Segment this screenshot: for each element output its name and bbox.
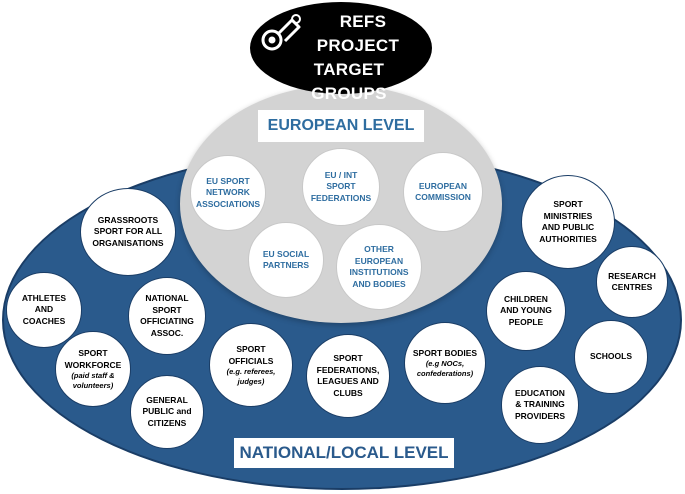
national-group-label: RESEARCH CENTRES <box>608 270 656 293</box>
national-group-label: SPORT MINISTRIES AND PUBLIC AUTHORITIES <box>539 199 597 244</box>
eu-group-label: OTHER EUROPEAN INSTITUTIONS AND BODIES <box>349 244 409 289</box>
national-group-label: SPORT OFFICIALS <box>228 344 274 366</box>
national-group-circle: GRASSROOTS SPORT FOR ALL ORGANISATIONS <box>80 188 176 276</box>
national-group-sublabel: (paid staff & volunteers) <box>71 371 115 390</box>
eu-group-circle: EU SOCIAL PARTNERS <box>248 222 324 298</box>
national-group-label: SPORT BODIES <box>412 347 478 358</box>
national-group-label: SPORT FEDERATIONS, LEAGUES AND CLUBS <box>316 353 380 398</box>
title-line-3: TARGET GROUPS <box>311 60 387 103</box>
eu-group-circle: EU SPORT NETWORK ASSOCIATIONS <box>190 155 266 231</box>
national-group-circle: SPORT OFFICIALS (e.g. referees, judges) <box>209 323 293 407</box>
national-group-label: GENERAL PUBLIC and CITIZENS <box>142 394 192 428</box>
eu-group-circle: OTHER EUROPEAN INSTITUTIONS AND BODIES <box>336 224 422 310</box>
national-group-circle: SPORT BODIES (e.g NOCs, confederations) <box>404 322 486 404</box>
eu-group-label: EU SOCIAL PARTNERS <box>262 248 310 271</box>
national-group-sublabel: (e.g NOCs, confederations) <box>416 359 474 378</box>
national-group-circle: EDUCATION & TRAINING PROVIDERS <box>501 366 579 444</box>
national-group-label: ATHLETES AND COACHES <box>21 292 67 326</box>
national-group-circle: SPORT MINISTRIES AND PUBLIC AUTHORITIES <box>521 175 615 269</box>
national-group-label: NATIONAL SPORT OFFICIATING ASSOC. <box>140 293 194 338</box>
eu-group-circle: EUROPEAN COMMISSION <box>403 152 483 232</box>
eu-group-circle: EU / INT SPORT FEDERATIONS <box>302 148 380 226</box>
refs-whistle-logo-icon <box>261 14 301 51</box>
national-group-circle: CHILDREN AND YOUNG PEOPLE <box>486 271 566 351</box>
national-group-label: SCHOOLS <box>589 351 633 362</box>
national-level-label: NATIONAL/LOCAL LEVEL <box>234 438 454 468</box>
diagram-title: REFS PROJECT TARGET GROUPS <box>293 10 423 106</box>
eu-group-label: EU / INT SPORT FEDERATIONS <box>310 169 372 203</box>
national-group-sublabel: (e.g. referees, judges) <box>226 367 276 386</box>
national-group-circle: ATHLETES AND COACHES <box>6 272 82 348</box>
national-group-circle: GENERAL PUBLIC and CITIZENS <box>130 375 204 449</box>
title-line-1: REFS <box>339 12 387 31</box>
national-group-label: CHILDREN AND YOUNG PEOPLE <box>500 293 552 327</box>
national-group-circle: SPORT FEDERATIONS, LEAGUES AND CLUBS <box>306 334 390 418</box>
national-group-label: EDUCATION & TRAINING PROVIDERS <box>514 387 566 421</box>
national-group-circle: SPORT WORKFORCE (paid staff & volunteers… <box>55 331 131 407</box>
national-group-circle: RESEARCH CENTRES <box>596 246 668 318</box>
european-level-label: EUROPEAN LEVEL <box>258 110 424 142</box>
national-group-circle: SCHOOLS <box>574 320 648 394</box>
national-group-circle: NATIONAL SPORT OFFICIATING ASSOC. <box>128 277 206 355</box>
eu-group-label: EU SPORT NETWORK ASSOCIATIONS <box>195 175 261 209</box>
eu-group-label: EUROPEAN COMMISSION <box>415 180 471 203</box>
title-oval <box>250 2 432 94</box>
national-group-label: SPORT WORKFORCE <box>64 348 122 370</box>
national-group-label: GRASSROOTS SPORT FOR ALL ORGANISATIONS <box>92 214 164 248</box>
title-line-2: PROJECT <box>316 36 400 55</box>
